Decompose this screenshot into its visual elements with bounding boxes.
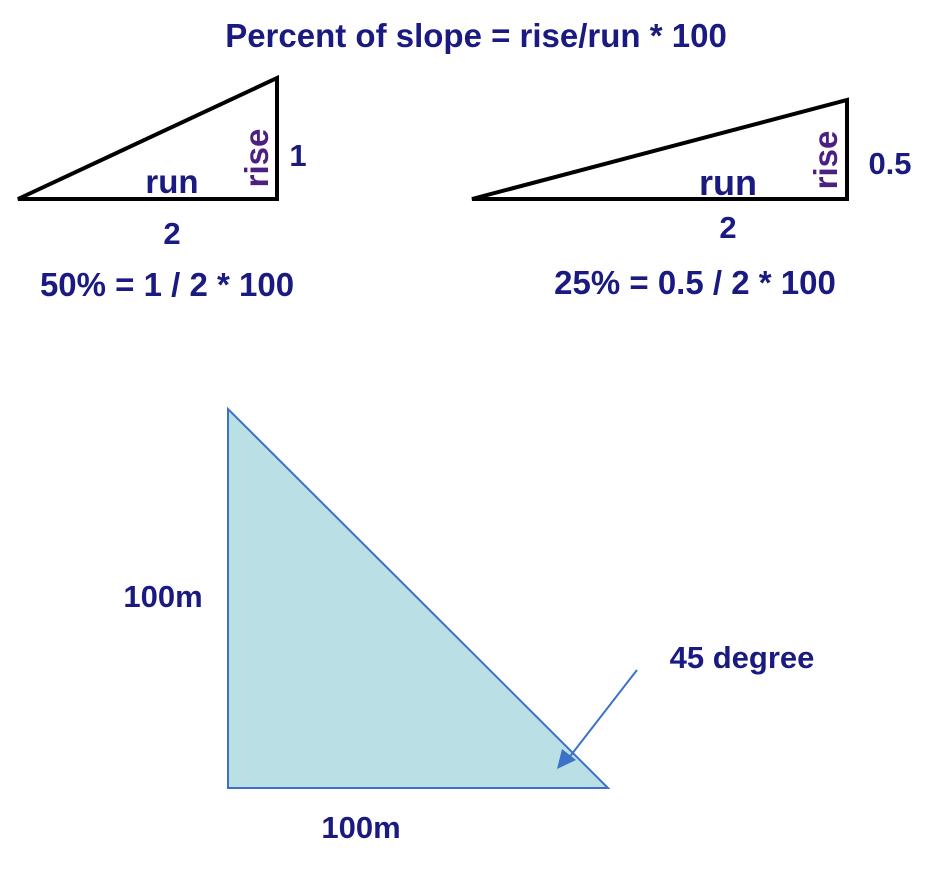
angle-label: 45 degree (670, 640, 815, 675)
example-50-percent: run rise 1 2 50% = 1 / 2 * 100 (17, 74, 307, 303)
example-25-percent: run rise 0.5 2 25% = 0.5 / 2 * 100 (471, 97, 912, 301)
run-label: run (145, 163, 198, 200)
run-value: 2 (163, 216, 180, 251)
height-label: 100m (123, 579, 202, 614)
run-value: 2 (719, 210, 736, 245)
arrow-head-icon (557, 749, 576, 769)
diagram-title: Percent of slope = rise/run * 100 (225, 17, 727, 54)
rise-value: 0.5 (868, 146, 911, 181)
formula-25-percent: 25% = 0.5 / 2 * 100 (554, 264, 836, 301)
formula-50-percent: 50% = 1 / 2 * 100 (40, 266, 294, 303)
pointer-arrow-line (567, 669, 638, 760)
rise-value: 1 (289, 138, 306, 173)
triangle-25-percent (471, 97, 849, 201)
triangle-45-degree (227, 406, 611, 789)
run-label: run (699, 162, 757, 203)
triangle-50-percent (17, 74, 279, 201)
rise-label: rise (238, 129, 275, 188)
rise-label: rise (807, 131, 844, 190)
base-label: 100m (321, 810, 400, 845)
example-45-degree: 100m 100m 45 degree (123, 406, 815, 845)
